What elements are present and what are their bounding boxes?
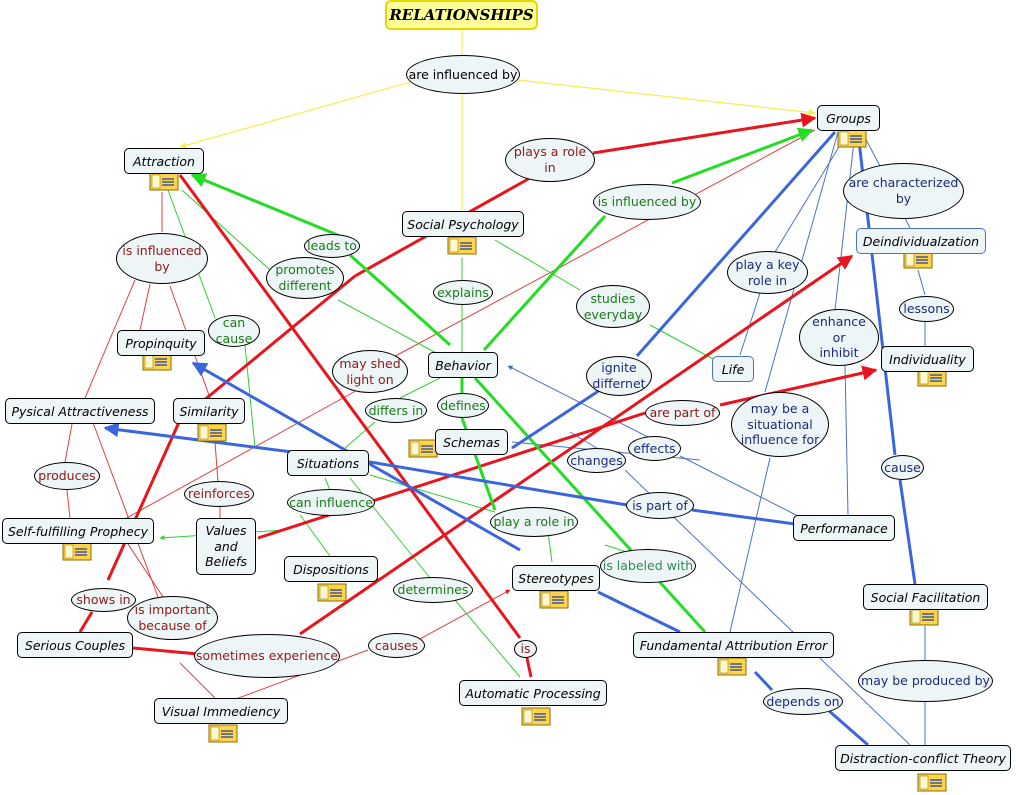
link-changes[interactable]: changes (567, 448, 626, 473)
link-is[interactable]: is (514, 640, 537, 658)
link-depends-on[interactable]: depends on (763, 688, 843, 715)
link-may-shed-light-on[interactable]: may shed light on (332, 350, 408, 393)
note-icon[interactable] (208, 724, 238, 743)
link-are-part-of[interactable]: are part of (645, 400, 720, 426)
link-play-a-role-in[interactable]: play a role in (490, 507, 578, 537)
note-icon[interactable] (917, 368, 947, 387)
note-icon[interactable] (197, 423, 227, 442)
concept-individuality[interactable]: Individuality (881, 346, 974, 372)
note-icon[interactable] (408, 439, 438, 458)
concept-serious-couples[interactable]: Serious Couples (17, 632, 133, 658)
note-icon[interactable] (837, 129, 867, 148)
concept-automatic-processing[interactable]: Automatic Processing (459, 680, 607, 706)
concept-fundamental-attribution-error[interactable]: Fundamental Attribution Error (633, 632, 834, 658)
concept-stereotypes[interactable]: Stereotypes (512, 565, 600, 591)
link-cause[interactable]: cause (881, 455, 924, 480)
note-icon[interactable] (447, 236, 477, 255)
link-may-be-produced-by[interactable]: may be produced by (858, 660, 993, 702)
concept-self-fulfilling-prophecy[interactable]: Self-fulfilling Prophecy (2, 518, 154, 544)
concept-situations[interactable]: Situations (287, 450, 369, 476)
concept-life[interactable]: Life (712, 356, 754, 382)
link-determines[interactable]: determines (393, 577, 473, 603)
link-can-influence[interactable]: can influence (287, 489, 375, 516)
concept-social-psychology[interactable]: Social Psychology (402, 211, 524, 237)
concept-attraction[interactable]: Attraction (124, 148, 204, 174)
note-icon[interactable] (717, 657, 747, 676)
link-effects[interactable]: effects (628, 436, 681, 461)
link-produces[interactable]: produces (34, 462, 100, 490)
note-icon[interactable] (149, 172, 179, 191)
concept-similarity[interactable]: Similarity (173, 398, 245, 424)
link-shows-in[interactable]: shows in (71, 588, 136, 612)
concept-behavior[interactable]: Behavior (428, 352, 498, 378)
concept-schemas[interactable]: Schemas (435, 429, 508, 455)
link-play-a-key-role-in[interactable]: play a key role in (727, 251, 808, 294)
link-sometimes-experience[interactable]: sometimes experience (194, 634, 340, 678)
note-icons (62, 129, 947, 792)
link-plays-a-role-in[interactable]: plays a role in (505, 138, 595, 182)
concept-values-and-beliefs[interactable]: Values and Beliefs (196, 518, 256, 575)
link-promotes-different[interactable]: promotes different (266, 257, 344, 299)
link-studies-everyday[interactable]: studies everyday (576, 285, 650, 328)
link-may-be-situational-influence-for[interactable]: may be a situational influence for (731, 392, 829, 457)
note-icon[interactable] (317, 583, 347, 602)
concept-visual-immediacy[interactable]: Visual Immediency (154, 698, 288, 724)
link-are-influenced-by[interactable]: are influenced by (406, 55, 520, 94)
concept-dispositions[interactable]: Dispositions (284, 556, 378, 582)
concept-social-facilitation[interactable]: Social Facilitation (863, 584, 988, 610)
concept-performance[interactable]: Performanace (793, 515, 895, 541)
concept-deindividualization[interactable]: Deindividualzation (856, 228, 986, 254)
concept-physical-attractiveness[interactable]: Pysical Attractiveness (5, 398, 155, 424)
note-icon[interactable] (521, 707, 551, 726)
link-can-cause[interactable]: can cause (208, 315, 260, 347)
link-reinforces[interactable]: reinforces (184, 481, 254, 507)
note-icon[interactable] (917, 773, 947, 792)
link-differs-in[interactable]: differs in (365, 398, 427, 423)
concept-distraction-conflict-theory[interactable]: Distraction-conflict Theory (835, 745, 1011, 771)
note-icon[interactable] (142, 352, 172, 371)
link-explains[interactable]: explains (433, 280, 493, 305)
link-causes[interactable]: causes (368, 633, 425, 658)
link-lessons[interactable]: lessons (899, 296, 954, 322)
concept-propinquity[interactable]: Propinquity (117, 330, 205, 356)
link-is-influenced-by-groups[interactable]: is influenced by (593, 184, 701, 220)
map-title: RELATIONSHIPS (385, 0, 538, 30)
link-is-labeled-with[interactable]: is labeled with (600, 549, 696, 583)
link-ignite-different[interactable]: ignite differnet (586, 356, 652, 396)
link-defines[interactable]: defines (437, 393, 489, 418)
link-enhance-or-inhibit[interactable]: enhance or inhibit (799, 309, 879, 366)
link-are-characterized-by[interactable]: are characterized by (843, 163, 964, 219)
link-is-important-because-of[interactable]: is important because of (127, 596, 218, 640)
link-is-influenced-by-attraction[interactable]: is influenced by (116, 233, 208, 284)
concept-groups[interactable]: Groups (817, 105, 880, 131)
note-icon[interactable] (909, 607, 939, 626)
note-icon[interactable] (539, 590, 569, 609)
link-leads-to[interactable]: leads to (304, 234, 360, 258)
link-is-part-of[interactable]: is part of (626, 492, 694, 519)
note-icon[interactable] (62, 542, 92, 561)
